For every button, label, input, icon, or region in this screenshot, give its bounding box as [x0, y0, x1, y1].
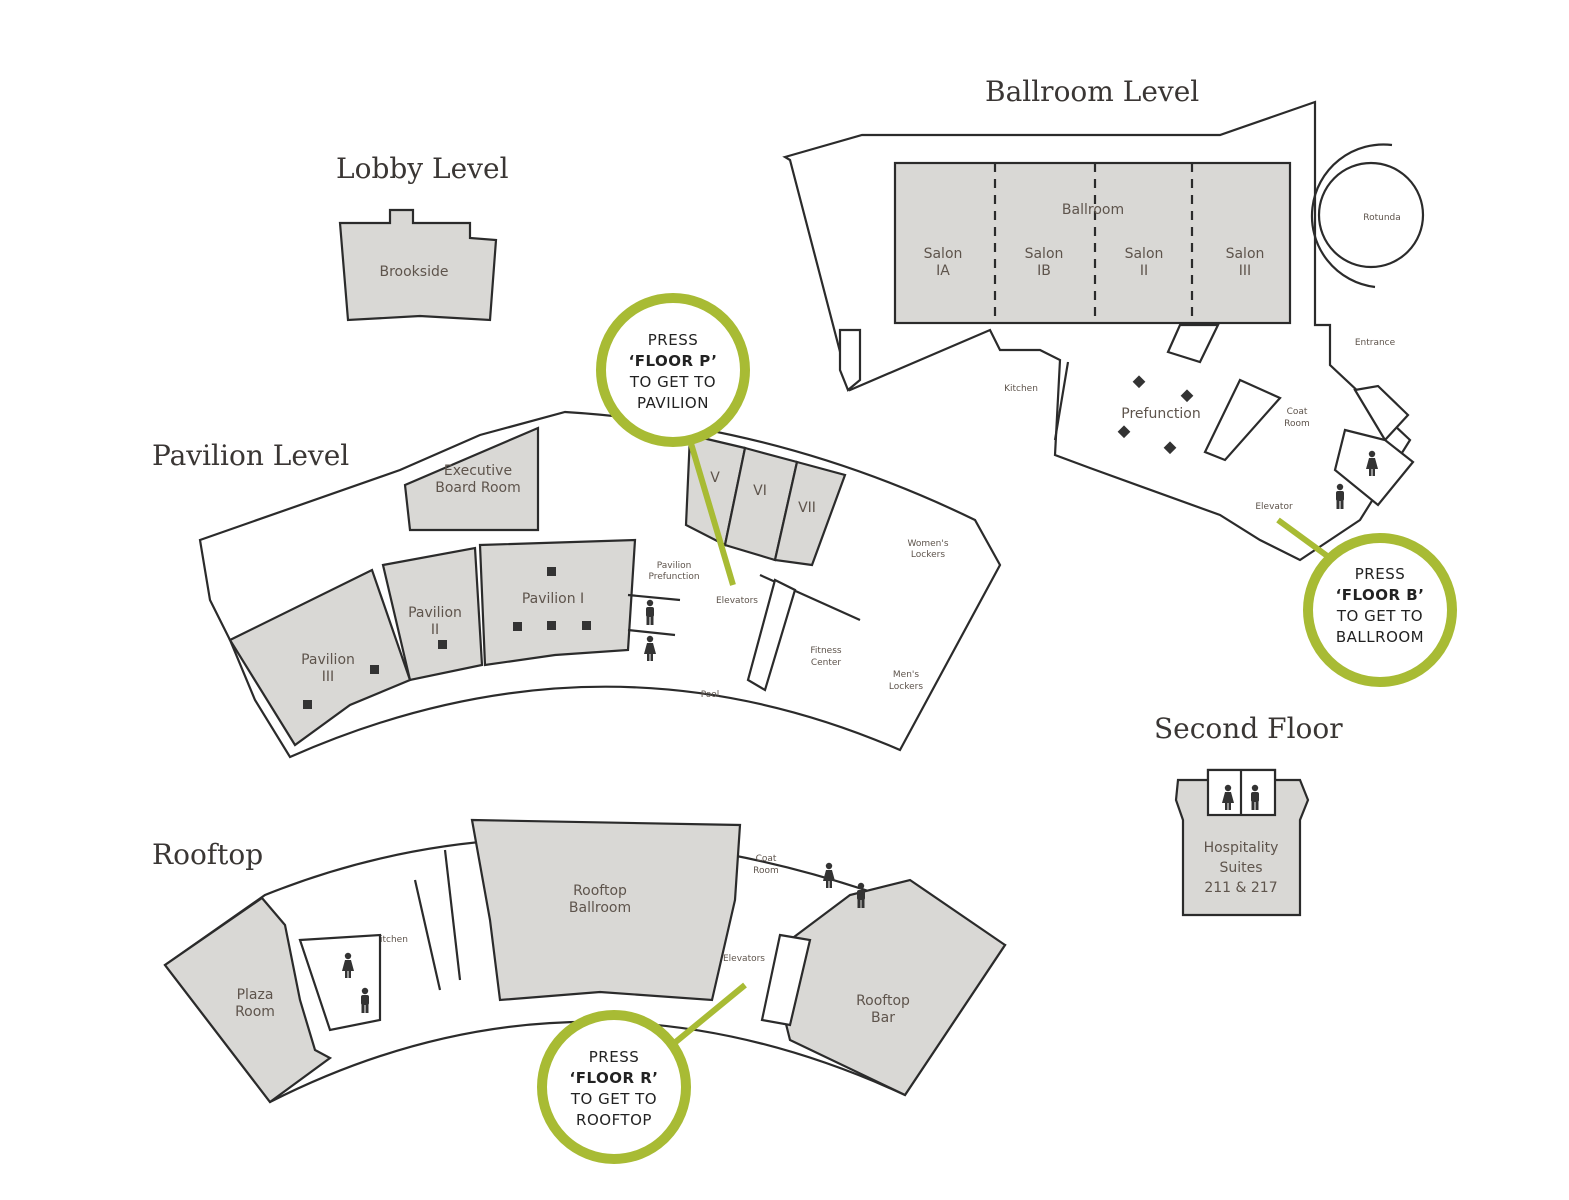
- second-floor: Second Floor Hospitality Suites 211 & 21…: [1154, 712, 1343, 917]
- callout-pavilion-line4: PAVILION: [637, 394, 709, 412]
- callout-ballroom: PRESS ‘FLOOR B’ TO GET TO BALLROOM: [1276, 517, 1457, 687]
- room-brookside[interactable]: [338, 208, 498, 322]
- callout-rooftop-line2: ‘FLOOR R’: [570, 1069, 659, 1087]
- pavilion-elevators-label: Elevators: [716, 596, 758, 606]
- salon-ia-label: Salon: [924, 246, 963, 262]
- mens-lockers-label-2: Lockers: [889, 682, 923, 692]
- room-pavilion-i[interactable]: [478, 538, 637, 667]
- room-pavilion-iii[interactable]: [228, 568, 412, 747]
- callout-ballroom-line1: PRESS: [1355, 565, 1406, 583]
- room-v-label: V: [710, 470, 720, 486]
- callout-pointer: [1276, 517, 1332, 561]
- salon-ib-label: Salon: [1025, 246, 1064, 262]
- womens-lockers-label-2: Lockers: [911, 550, 945, 560]
- elevator-label: Elevator: [1255, 502, 1293, 512]
- room-pavilion-ii[interactable]: [381, 546, 484, 682]
- mens-lockers-label: Men's: [893, 670, 919, 680]
- callout-ring: [1303, 533, 1457, 687]
- entrance-label: Entrance: [1355, 338, 1396, 348]
- stair: [838, 328, 862, 392]
- salon-ii-label: Salon: [1125, 246, 1164, 262]
- pavilion-i-label: Pavilion I: [522, 591, 584, 607]
- exec-board-label: Executive: [444, 463, 512, 479]
- pavilion-iii-label: Pavilion: [301, 652, 355, 668]
- fitness-center-label-2: Center: [811, 658, 842, 668]
- hospitality-label-3: 211 & 217: [1204, 880, 1277, 896]
- room-rooftop-ballroom[interactable]: [470, 818, 742, 1002]
- ballroom-label: Ballroom: [1062, 202, 1124, 218]
- rooftop-coat-room-label-2: Room: [753, 866, 779, 876]
- room-executive-board-room[interactable]: [403, 426, 540, 532]
- hospitality-label: Hospitality: [1204, 840, 1279, 856]
- pavilion-level-title: Pavilion Level: [152, 439, 349, 472]
- prefunction-label: Prefunction: [1121, 406, 1200, 422]
- callout-ballroom-line3: TO GET TO: [1336, 607, 1423, 625]
- pavilion-level: Pavilion Level Executive Board Room V VI…: [152, 410, 1002, 759]
- pavilion-prefunction-label: Pavilion: [657, 561, 692, 571]
- pavilion-iii-label-2: III: [322, 669, 334, 685]
- pavilion-ii-label-2: II: [431, 622, 439, 638]
- rooftop-ballroom-label: Rooftop: [573, 883, 627, 899]
- kitchen-label: Kitchen: [1004, 384, 1038, 394]
- pavilion-ii-label: Pavilion: [408, 605, 462, 621]
- callout-pavilion: PRESS ‘FLOOR P’ TO GET TO PAVILION: [596, 293, 750, 586]
- salon-ia-label-2: IA: [936, 263, 950, 279]
- pavilion-prefunction-label-2: Prefunction: [648, 572, 699, 582]
- lobby-level-title: Lobby Level: [336, 152, 509, 185]
- womens-lockers-label: Women's: [907, 539, 948, 549]
- callout-ring: [596, 293, 750, 447]
- callout-pavilion-line1: PRESS: [648, 331, 699, 349]
- callout-ring: [537, 1010, 691, 1164]
- callout-ballroom-line2: ‘FLOOR B’: [1336, 586, 1425, 604]
- salon-iii-label-2: III: [1239, 263, 1251, 279]
- ballroom-level: Ballroom Level Ballroom Salon IA Salon I…: [782, 75, 1425, 562]
- callout-rooftop-line4: ROOFTOP: [576, 1111, 652, 1129]
- plaza-room-label-2: Room: [235, 1004, 275, 1020]
- room-plaza-room[interactable]: [163, 896, 333, 1104]
- rooftop-ballroom-label-2: Ballroom: [569, 900, 631, 916]
- callout-pavilion-line3: TO GET TO: [629, 373, 716, 391]
- callout-pointer: [687, 439, 736, 586]
- room-vii[interactable]: [773, 460, 847, 567]
- pool-label: Pool: [701, 690, 720, 700]
- ballroom-level-title: Ballroom Level: [985, 75, 1199, 108]
- fitness-center-label: Fitness: [810, 646, 841, 656]
- room-rotunda[interactable]: [1317, 161, 1425, 269]
- salon-ii-label-2: II: [1140, 263, 1148, 279]
- rooftop-elevators-label: Elevators: [723, 954, 765, 964]
- callout-rooftop-line1: PRESS: [589, 1048, 640, 1066]
- plaza-room-label: Plaza: [237, 987, 274, 1003]
- salon-iii-label: Salon: [1226, 246, 1265, 262]
- room-ballroom[interactable]: [893, 161, 1292, 325]
- rooftop-kitchen-label: Kitchen: [374, 935, 408, 945]
- callout-rooftop-line3: TO GET TO: [570, 1090, 657, 1108]
- room-brookside-label: Brookside: [380, 264, 449, 280]
- exec-board-label-2: Board Room: [435, 480, 520, 496]
- coat-room-label: Coat: [1287, 407, 1308, 417]
- rotunda-label: Rotunda: [1363, 213, 1401, 223]
- callout-rooftop: PRESS ‘FLOOR R’ TO GET TO ROOFTOP: [537, 982, 747, 1164]
- rooftop-title: Rooftop: [152, 838, 263, 871]
- room-vi-label: VI: [753, 483, 767, 499]
- hospitality-label-2: Suites: [1219, 860, 1262, 876]
- coat-room-label-2: Room: [1284, 419, 1310, 429]
- callout-pointer: [670, 982, 747, 1048]
- lobby-level: Lobby Level Brookside: [336, 152, 509, 322]
- second-floor-title: Second Floor: [1154, 712, 1343, 745]
- rotunda-arc: [1310, 143, 1393, 289]
- rooftop-bar-label: Rooftop: [856, 993, 910, 1009]
- salon-ib-label-2: IB: [1037, 263, 1051, 279]
- rooftop-level: Rooftop Plaza Room Kitchen Rooftop Ballr…: [152, 818, 1007, 1104]
- rooftop-coat-room-label: Coat: [756, 854, 777, 864]
- rooftop-bar-label-2: Bar: [871, 1010, 895, 1026]
- callout-pavilion-line2: ‘FLOOR P’: [629, 352, 718, 370]
- room-vii-label: VII: [798, 500, 816, 516]
- callout-ballroom-line4: BALLROOM: [1336, 628, 1424, 646]
